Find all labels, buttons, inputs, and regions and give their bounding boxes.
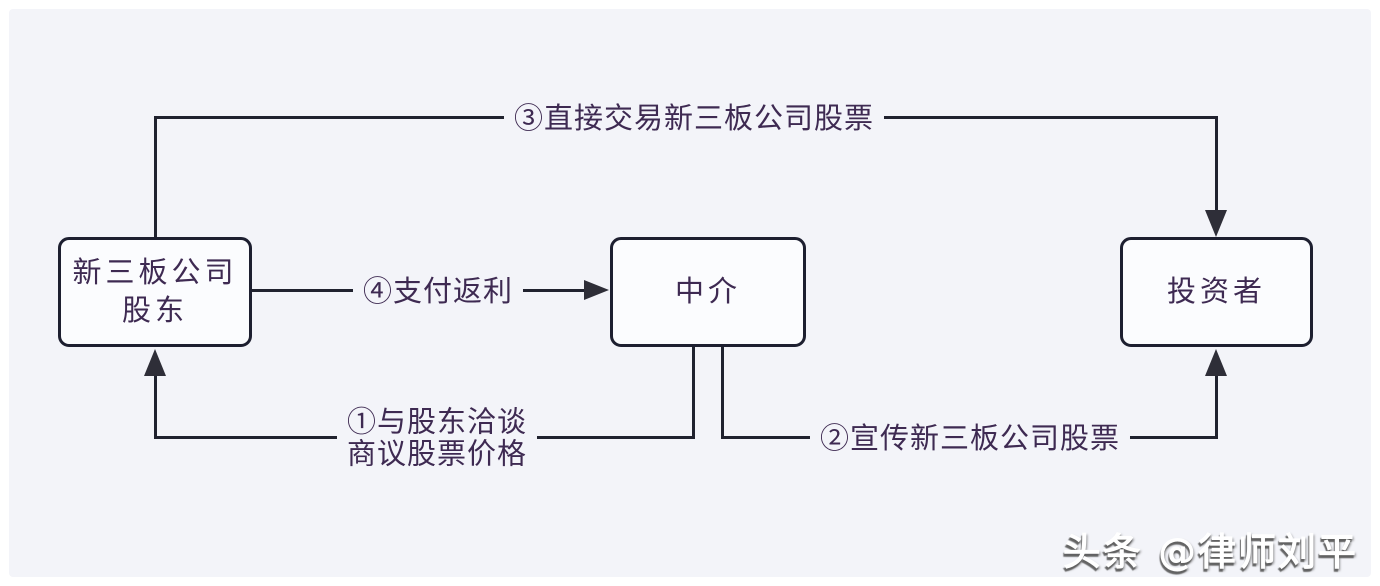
- edge-direct-trade-line-up: [154, 117, 157, 237]
- arrow-up-icon: [1205, 349, 1227, 376]
- node-intermediary: 中介: [610, 237, 806, 347]
- edge-label-direct-trade: ③直接交易新三板公司股票: [503, 99, 885, 137]
- edge-promote-line-up: [1215, 368, 1218, 439]
- edge-label-negotiate-line1: ①与股东洽谈: [346, 404, 528, 439]
- edge-label-negotiate-line2: 商议股票价格: [346, 437, 528, 471]
- node-intermediary-label: 中介: [674, 274, 741, 309]
- edge-label-negotiate: ①与股东洽谈 商议股票价格: [336, 403, 538, 473]
- edge-label-pay-rebate: ④支付返利: [352, 272, 524, 310]
- node-investor-label: 投资者: [1166, 274, 1266, 309]
- edge-promote-line-down: [721, 345, 724, 439]
- edge-negotiate-line-up: [154, 368, 157, 439]
- arrow-up-icon: [144, 349, 166, 376]
- edge-label-promote: ②宣传新三板公司股票: [809, 419, 1131, 457]
- watermark-toutiao: 头条 @律师刘平: [1062, 530, 1358, 574]
- edge-negotiate-line-down: [692, 345, 695, 439]
- edge-direct-trade-line-down: [1215, 117, 1218, 217]
- node-shareholder-label-line2: 股东: [121, 293, 188, 327]
- node-shareholder: 新三板公司 股东: [58, 237, 252, 347]
- node-shareholder-label-line1: 新三板公司: [72, 255, 238, 290]
- arrow-down-icon: [1205, 210, 1227, 237]
- node-investor: 投资者: [1120, 237, 1313, 347]
- arrow-right-icon: [584, 280, 609, 300]
